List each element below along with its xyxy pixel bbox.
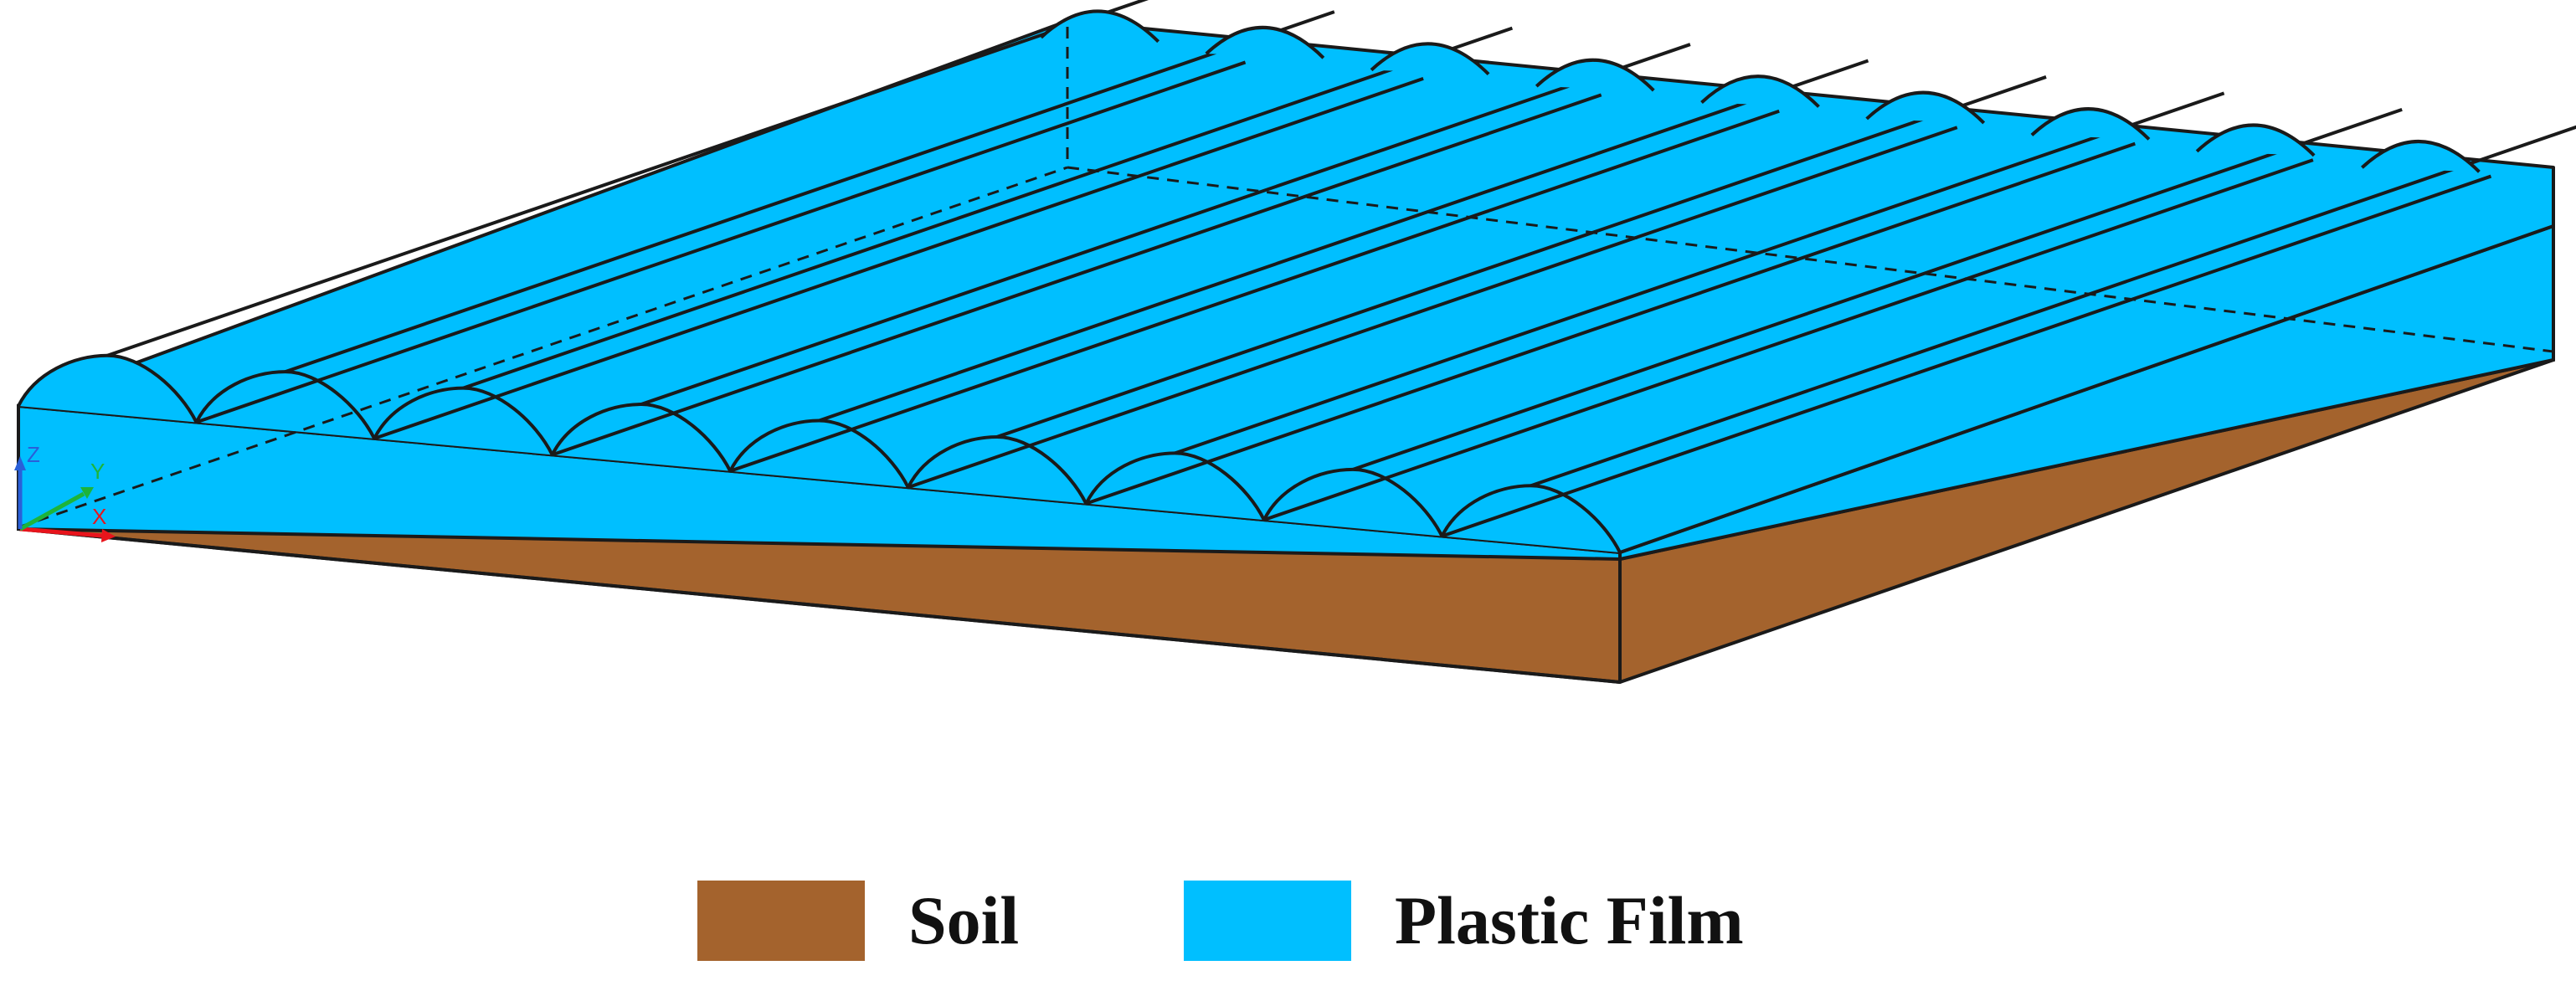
plastic-film-layer — [17, 0, 2576, 562]
furrow-line — [552, 93, 1602, 457]
legend-item-plastic-film: Plastic Film — [1184, 879, 1744, 963]
ridge-profile-back — [1205, 25, 1325, 59]
soil-swatch — [697, 881, 865, 961]
furrow-line — [1263, 158, 2314, 522]
ridge-furrow-model-diagram: X Y Z — [14, 0, 2576, 684]
ridge-crest-line — [106, 0, 1149, 357]
legend-item-soil: Soil — [697, 879, 1019, 963]
furrow-line — [908, 126, 1958, 490]
axis-y-line — [18, 491, 85, 532]
ridge-crest-line — [1530, 125, 2576, 488]
legend-label-soil: Soil — [908, 882, 1020, 958]
ridge-profile-back — [2195, 123, 2316, 157]
furrow-line — [373, 76, 1424, 440]
axis-z-arrow — [14, 456, 26, 470]
soil-edge-right — [1619, 358, 2554, 684]
furrow-line — [195, 60, 1247, 424]
ridge-profile-back — [1370, 42, 1490, 76]
axis-y-arrow — [80, 487, 94, 499]
plastic-film-swatch — [1184, 881, 1351, 961]
hidden-edges — [18, 27, 2554, 529]
ridge-profile-back — [2030, 107, 2151, 141]
ridge-crest-line — [285, 10, 1335, 374]
ridge-crest-line — [818, 59, 1869, 423]
axis-y-label: Y — [90, 459, 105, 484]
legend-label-plastic-film: Plastic Film — [1395, 882, 1744, 958]
legend: Soil Plastic Film — [0, 879, 2576, 971]
furrow-line — [729, 109, 1780, 473]
ridge-profile-back — [1535, 58, 1655, 92]
coordinate-axes: X Y Z — [14, 442, 116, 542]
ridge-crest-line — [1174, 91, 2225, 455]
ridge-crest-line — [640, 43, 1691, 406]
axis-x-line — [19, 526, 103, 538]
axis-z-label: Z — [27, 442, 40, 467]
ridge-profile-back — [1865, 90, 1986, 125]
soil-edge-bottom — [18, 527, 1621, 684]
ridge-crest-line — [996, 75, 2047, 439]
ridge-profile-back — [1040, 9, 1160, 44]
ridge-profile-back — [1700, 74, 1820, 108]
furrow-line — [1085, 141, 2136, 506]
ridge-profile-back — [2361, 140, 2481, 173]
ridge-crest-line — [462, 26, 1514, 390]
ridge-crest-line — [1352, 107, 2403, 471]
axis-x-arrow — [101, 529, 116, 542]
furrow-line — [1441, 174, 2492, 538]
axis-x-label: X — [92, 504, 106, 529]
